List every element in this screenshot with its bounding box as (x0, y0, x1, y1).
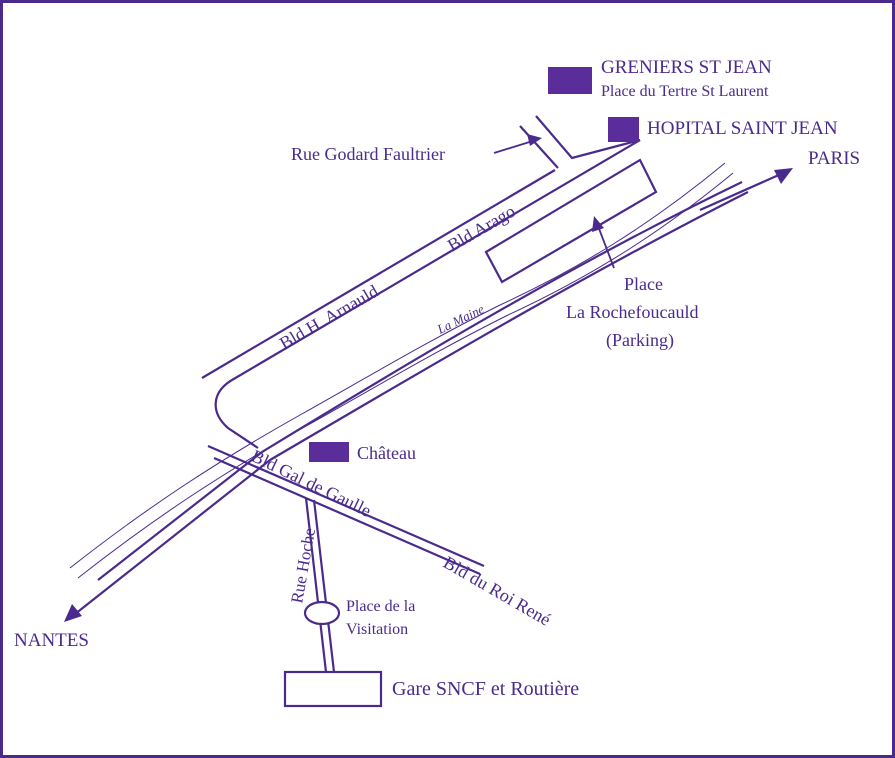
main-road-upper-edge (97, 451, 263, 581)
bld-arnauld-label: Bld H. Arnauld (276, 281, 382, 354)
bld-roi-rene-label: Bld du Roi René (440, 552, 554, 630)
visitation-label-line1: Place de la (346, 598, 415, 615)
paris-label: PARIS (808, 148, 860, 169)
greniers-marker-icon (548, 67, 592, 94)
river-label: La Maine (434, 301, 487, 337)
parking-area (484, 158, 658, 284)
godard-label: Rue Godard Faultrier (291, 144, 445, 164)
rue-godard-left-edge (519, 125, 559, 169)
gare-label: Gare SNCF et Routière (392, 678, 579, 700)
visitation-roundabout (303, 600, 341, 626)
parking-label-line3: (Parking) (606, 330, 674, 351)
bld-arnauld-upper-edge (201, 169, 556, 379)
nantes-label: NANTES (14, 630, 89, 651)
main-road-lower-edge (107, 191, 749, 589)
hopital-marker-icon (608, 117, 639, 142)
paris-arrow-icon (774, 168, 793, 184)
river-bank-lower (77, 172, 734, 579)
greniers-subtitle: Place du Tertre St Laurent (601, 83, 769, 100)
river-bank-upper (69, 162, 726, 569)
gare-building (283, 670, 383, 708)
parking-pointer-arrow-icon (592, 216, 604, 232)
godard-pointer-arrow-icon (527, 134, 542, 146)
chateau-marker-icon (309, 442, 349, 462)
parking-label-line2: La Rochefoucauld (566, 302, 698, 322)
bld-gaulle-upper-edge (207, 444, 485, 568)
bld-arnauld-lower-edge (214, 139, 641, 449)
parking-pointer-line (597, 225, 615, 269)
greniers-label: GRENIERS ST JEAN (601, 57, 772, 78)
main-road-middle (261, 181, 743, 453)
bld-gaulle-lower-edge (213, 456, 481, 576)
visitation-label-line2: Visitation (346, 621, 408, 638)
godard-pointer-line (493, 139, 537, 154)
hopital-label: HOPITAL SAINT JEAN (647, 118, 838, 139)
rue-hoche-right-edge (312, 499, 336, 673)
rue-godard-right-edge (535, 115, 641, 160)
parking-label-line1: Place (624, 274, 663, 294)
rue-hoche-left-edge (304, 497, 328, 673)
nantes-arrow-icon (64, 604, 82, 622)
chateau-label: Château (357, 443, 416, 463)
paris-arrow-line (699, 168, 791, 212)
